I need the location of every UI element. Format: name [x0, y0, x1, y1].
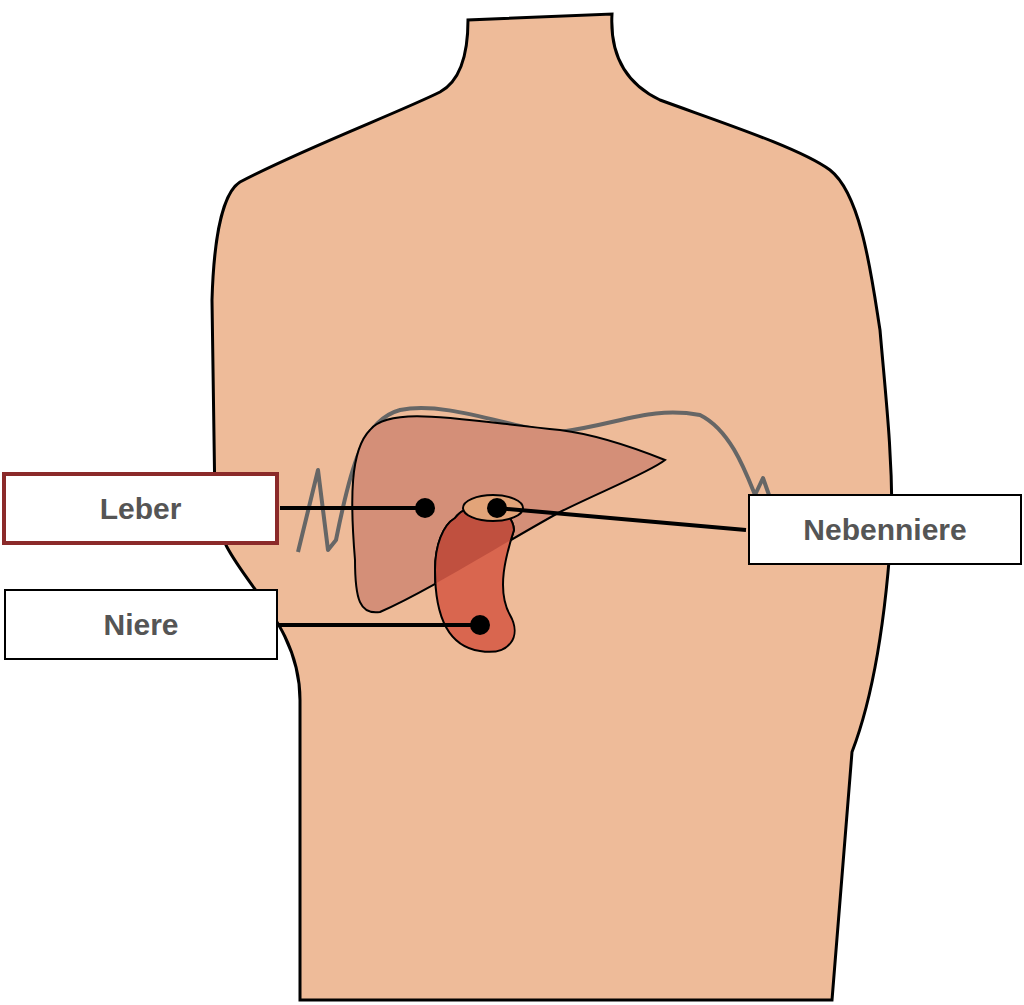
liver: [352, 416, 665, 612]
label-box: Leber: [2, 472, 279, 545]
organ-label: Niere: [103, 608, 178, 641]
leader-dot: [415, 498, 435, 518]
label-box: Nebenniere: [748, 494, 1022, 565]
organ-label: Leber: [100, 492, 182, 525]
leader-line: [497, 508, 746, 530]
leader-line: [280, 506, 425, 510]
kidney-liver-overlap: [435, 506, 515, 652]
leader-dot: [487, 498, 507, 518]
leader-line: [279, 623, 480, 627]
leader-dot: [470, 615, 490, 635]
organ-label: Nebenniere: [803, 513, 966, 546]
label-box: Niere: [4, 589, 278, 660]
kidney: [435, 506, 515, 652]
